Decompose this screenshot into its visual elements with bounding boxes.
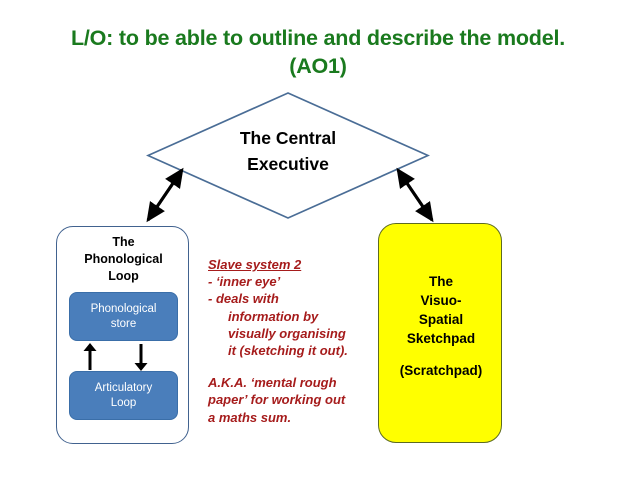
visuospatial-sketchpad-node[interactable]: The Visuo- Spatial Sketchpad (Scratchpad… — [378, 223, 502, 443]
central-executive-node[interactable]: The Central Executive — [146, 91, 430, 220]
note-line-8: a maths sum. — [208, 409, 292, 425]
phonological-loop-title: The Phonological Loop — [57, 234, 190, 285]
connector-ce-to-phonological-loop — [146, 167, 184, 223]
phonological-store-line-1: Phonological — [90, 302, 157, 315]
vss-line-1: The — [428, 274, 453, 289]
note-line-6: A.K.A. ‘mental rough — [208, 375, 337, 391]
phonological-store-line-2: store — [110, 317, 137, 330]
note-line-4: visually organising — [228, 325, 346, 341]
visuospatial-sketchpad-label: The Visuo- Spatial Sketchpad (Scratchpad… — [379, 272, 503, 380]
vss-line-5: (Scratchpad) — [399, 363, 483, 378]
page-title-line-1: L/O: to be able to outline and describe … — [70, 26, 566, 50]
connector-articulatory-to-store — [83, 343, 97, 370]
vss-line-2: Visuo- — [420, 293, 462, 308]
phonological-store-box[interactable]: Phonological store — [69, 292, 178, 341]
note-heading: Slave system 2 — [208, 257, 302, 272]
phonological-loop-title-line-1: The — [112, 235, 135, 249]
note-line-2: - deals with — [208, 291, 279, 307]
page-title: L/O: to be able to outline and describe … — [18, 24, 618, 80]
vss-line-3: Spatial — [418, 312, 464, 327]
central-executive-label-line-2: Executive — [247, 154, 329, 174]
note-line-1: - ‘inner eye’ — [208, 274, 281, 290]
connector-ce-to-sketchpad — [396, 167, 434, 223]
slave-system-note: Slave system 2 - ‘inner eye’ - deals wit… — [208, 256, 370, 426]
vss-spacer — [379, 348, 503, 361]
connector-store-to-articulatory — [134, 344, 148, 371]
page-title-line-2: (AO1) — [289, 54, 347, 78]
articulatory-loop-line-1: Articulatory — [94, 381, 153, 394]
phonological-loop-title-line-3: Loop — [108, 269, 139, 283]
note-line-5: it (sketching it out). — [228, 343, 348, 359]
phonological-loop-node[interactable]: The Phonological Loop Phonological store… — [56, 226, 189, 444]
diamond-shape-icon — [146, 92, 430, 219]
central-executive-label-line-1: The Central — [239, 128, 337, 148]
central-executive-label: The Central Executive — [146, 125, 430, 177]
articulatory-loop-box[interactable]: Articulatory Loop — [69, 371, 178, 420]
vss-line-4: Sketchpad — [406, 331, 476, 346]
articulatory-loop-line-2: Loop — [110, 396, 137, 409]
note-line-3: information by — [228, 308, 319, 324]
phonological-loop-title-line-2: Phonological — [84, 252, 163, 266]
note-spacer — [208, 359, 370, 374]
note-line-7: paper’ for working out — [208, 392, 346, 408]
